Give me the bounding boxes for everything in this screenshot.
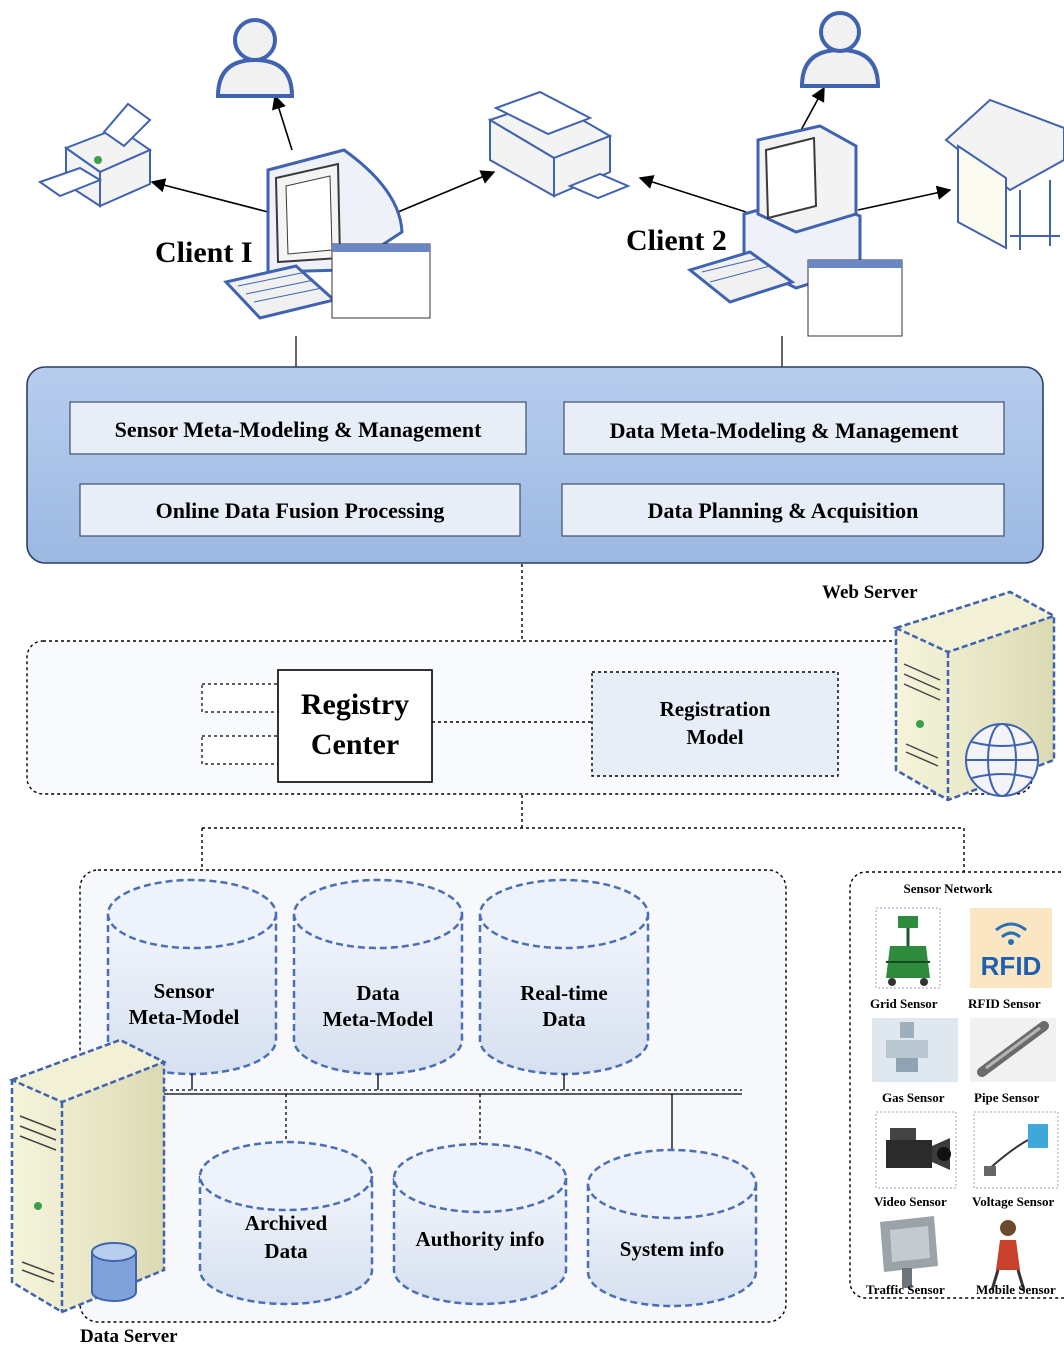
module-label: Online Data Fusion Processing [156, 498, 445, 523]
module-online-data-fusion: Online Data Fusion Processing [79, 483, 521, 537]
db-label: Data [542, 1007, 586, 1031]
registry-center-component: Registry Center [201, 669, 433, 783]
db-label: Archived [245, 1211, 328, 1235]
db-label: Data [356, 981, 400, 1005]
database-cylinder-system-info [586, 1148, 758, 1308]
module-data-planning: Data Planning & Acquisition [561, 483, 1005, 537]
db-label: Real-time [520, 981, 607, 1005]
user-icon [215, 18, 295, 98]
client2-computer-icon [686, 124, 903, 337]
pipe-sensor-image [970, 1018, 1056, 1082]
arrow-client2-to-plotter [857, 185, 952, 211]
sensor-label: Video Sensor [874, 1194, 947, 1209]
registry-center-line2: Center [311, 728, 399, 761]
data-server-icon [8, 1038, 168, 1314]
module-label: Data Meta-Modeling & Management [610, 418, 960, 443]
database-cylinder-real-time-data [478, 878, 650, 1076]
module-sensor-meta-modeling: Sensor Meta-Modeling & Management [69, 401, 527, 455]
plotter-icon [944, 98, 1064, 250]
sensor-label: Mobile Sensor [976, 1282, 1056, 1297]
db-label: Data [264, 1239, 308, 1263]
data-server-label: Data Server [80, 1326, 178, 1347]
module-label: Sensor Meta-Modeling & Management [115, 417, 482, 442]
arrow-client1-to-printer [150, 178, 269, 213]
sensor-label: Gas Sensor [882, 1090, 945, 1105]
database-bus [128, 1074, 742, 1150]
client-arrows [150, 86, 952, 213]
rfid-text: RFID [981, 951, 1042, 981]
user-icon [799, 11, 881, 88]
video-sensor-image [875, 1111, 957, 1189]
client2-label: Client 2 [626, 224, 727, 257]
traffic-sensor-image [880, 1216, 938, 1288]
client1-computer-icon [223, 148, 431, 320]
data-server-panel-details [19, 1115, 57, 1283]
sensor-label: RFID Sensor [968, 996, 1041, 1011]
voltage-sensor-image [973, 1111, 1059, 1189]
rfid-sensor-image: RFID [970, 908, 1052, 988]
database-cylinder-data-meta-model [292, 878, 464, 1076]
module-data-meta-modeling: Data Meta-Modeling & Management [563, 401, 1005, 455]
sensor-label: Pipe Sensor [974, 1090, 1040, 1105]
db-label: System info [620, 1237, 724, 1261]
arrow-client1-to-user [272, 94, 293, 151]
database-cylinder-archived-data [198, 1140, 374, 1306]
arrow-client2-to-scanner [638, 175, 747, 213]
database-icon [91, 1242, 137, 1302]
db-label: Meta-Model [129, 1005, 240, 1029]
gas-sensor-image [872, 1018, 958, 1082]
mobile-sensor-image [990, 1220, 1026, 1291]
globe-icon [965, 723, 1039, 797]
registry-layer [26, 640, 1033, 795]
registration-model-line1: Registration [660, 697, 771, 721]
arrow-client1-to-scanner [397, 170, 496, 213]
db-label: Authority info [416, 1227, 545, 1251]
grid-sensor-image [875, 907, 941, 989]
registry-center-line1: Registry [301, 688, 409, 721]
sensor-label: Traffic Sensor [866, 1282, 945, 1297]
server-panel-details [903, 663, 941, 767]
database-cylinder-sensor-meta-model [106, 878, 278, 1076]
sensor-label: Grid Sensor [870, 996, 938, 1011]
db-label: Meta-Model [323, 1007, 434, 1031]
arrow-client2-to-user [799, 86, 825, 133]
database-cylinder-authority-info [392, 1142, 568, 1306]
db-label: Sensor [154, 979, 215, 1003]
sensor-label: Voltage Sensor [972, 1194, 1054, 1209]
registry-data-connectors [201, 795, 965, 872]
module-label: Data Planning & Acquisition [648, 498, 919, 523]
client1-label: Client I [155, 236, 253, 269]
sensor-network-title: Sensor Network [904, 881, 994, 896]
registration-model: Registration Model [591, 671, 839, 777]
scanner-icon [487, 90, 631, 200]
web-server-label: Web Server [822, 582, 918, 603]
printer-icon [37, 102, 153, 208]
registration-model-line2: Model [686, 725, 743, 749]
